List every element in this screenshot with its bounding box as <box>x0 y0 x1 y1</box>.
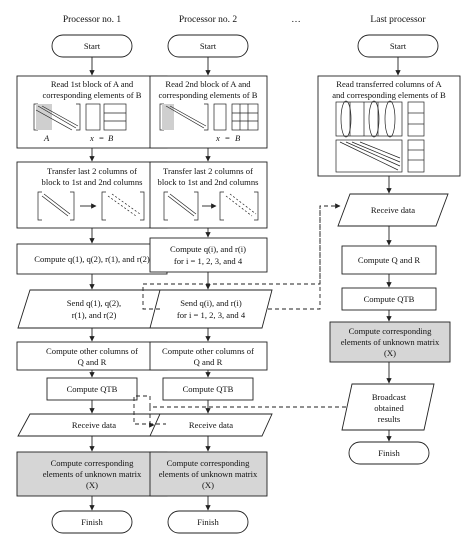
p1-read-line2: corresponding elements of B <box>42 90 141 100</box>
p1-compute-qr-block <box>16 243 168 275</box>
p2-send-line2: for i = 1, 2, 3, and 4 <box>177 310 246 320</box>
column-processor-2: Start Read 2nd block of A and correspond… <box>149 34 273 534</box>
p3-corr-line2: elements of unknown matrix <box>341 337 440 347</box>
p2-matrix-x-label: x <box>215 133 220 143</box>
p2-other-line1: Compute other columns of <box>162 346 254 356</box>
p3-compute-x-block <box>329 321 451 363</box>
p1-read-line1: Read 1st block of A and <box>51 79 134 89</box>
header-processor-2: Processor no. 2 <box>179 15 238 25</box>
p3-corr-line1: Compute corresponding <box>349 326 433 336</box>
p2-other-columns-block <box>149 341 268 371</box>
broadcast-to-p1-dashed-link <box>133 395 166 425</box>
p1-finish-label: Finish <box>81 517 103 527</box>
p3-broadcast-line2: obtained <box>374 403 404 413</box>
p1-corr-line2: elements of unknown matrix <box>43 469 142 479</box>
p1-compute-x-block <box>16 451 168 497</box>
p3-finish-label: Finish <box>378 448 400 458</box>
p1-receive-label: Receive data <box>72 420 116 430</box>
p2-receive-io <box>149 413 273 437</box>
broadcast-to-p2-dashed-link <box>149 406 346 428</box>
p3-finish-terminal <box>348 441 430 465</box>
p2-read-line2: corresponding elements of B <box>158 90 257 100</box>
p2-compute-x-block <box>149 451 268 497</box>
p3-broadcast-line1: Broadcast <box>372 392 407 402</box>
p1-send-line2: r(1), and r(2) <box>72 310 117 320</box>
p2-compute-qtb-label: Compute QTB <box>183 384 234 394</box>
p2-matrix-B-label: B <box>235 133 241 143</box>
p2-transfer-block <box>149 161 268 229</box>
p2-matrix-eq-label: = <box>225 133 230 143</box>
p1-other-line2: Q and R <box>78 357 107 367</box>
p1-corr-line3: (X) <box>86 480 98 490</box>
p2-matrix-equation-illustration <box>159 103 259 131</box>
p1-compute-qtb-label: Compute QTB <box>67 384 118 394</box>
column-last-processor: Start Read transferred columns of A and … <box>317 34 461 465</box>
p2-start-label: Start <box>200 41 217 51</box>
p2-to-last-dashed-link <box>268 206 321 310</box>
header-processor-1: Processor no. 1 <box>63 15 122 25</box>
p1-to-last-dashed-link <box>142 203 341 310</box>
inter-processor-connectors <box>133 203 346 428</box>
p2-compute-qr-block <box>149 237 268 273</box>
p2-compute-line2: for i = 1, 2, 3, and 4 <box>174 256 243 266</box>
p3-start-label: Start <box>390 41 407 51</box>
p3-broadcast-line3: results <box>378 414 401 424</box>
p1-transfer-line2: block to 1st and 2nd columns <box>42 177 144 187</box>
p3-transferred-columns-illustration <box>335 100 425 173</box>
p2-finish-terminal <box>167 510 249 534</box>
p2-receive-label: Receive data <box>189 420 233 430</box>
column-processor-1: Start Read 1st block of A and correspond… <box>16 34 171 534</box>
p1-send-io <box>17 289 171 329</box>
p2-transfer-line2: block to 1st and 2nd columns <box>158 177 260 187</box>
p2-finish-label: Finish <box>197 517 219 527</box>
p1-transfer-block <box>16 161 168 229</box>
p3-compute-qtb-label: Compute QTB <box>364 294 415 304</box>
p1-matrix-B-label: B <box>108 133 114 143</box>
p2-compute-line1: Compute q(i), and r(i) <box>170 244 246 254</box>
p2-corr-line1: Compute corresponding <box>167 458 251 468</box>
p1-finish-terminal <box>51 510 133 534</box>
p3-receive-io <box>337 193 449 227</box>
p3-corr-line3: (X) <box>384 348 396 358</box>
p3-read-line1: Read transferred columns of A <box>336 79 442 89</box>
p1-transfer-line1: Transfer last 2 columns of <box>47 166 137 176</box>
p1-matrix-eq-label: = <box>99 133 104 143</box>
p1-matrix-equation-illustration <box>33 103 127 131</box>
p1-transfer-illustration <box>37 191 145 221</box>
p2-transfer-line1: Transfer last 2 columns of <box>163 166 253 176</box>
p2-other-line2: Q and R <box>194 357 223 367</box>
p2-corr-line3: (X) <box>202 480 214 490</box>
header-ellipsis: … <box>291 15 301 25</box>
header-last-processor: Last processor <box>370 15 426 25</box>
p2-read-line1: Read 2nd block of A and <box>165 79 251 89</box>
p3-compute-qr-label: Compute Q and R <box>358 255 421 265</box>
p2-send-io <box>149 289 273 329</box>
p3-broadcast-io <box>341 383 435 431</box>
p2-transfer-illustration <box>163 191 259 221</box>
p1-compute-qr-label: Compute q(1), q(2), r(1), and r(2) <box>34 254 150 264</box>
p1-send-line1: Send q(1), q(2), <box>67 298 121 308</box>
p2-corr-line2: elements of unknown matrix <box>159 469 258 479</box>
p3-read-line2: and corresponding elements of B <box>332 90 446 100</box>
p2-send-line1: Send q(i), and r(i) <box>180 298 242 308</box>
p1-matrix-x-label: x <box>89 133 94 143</box>
p1-start-label: Start <box>84 41 101 51</box>
p1-matrix-A-label: A <box>43 133 50 143</box>
p1-corr-line1: Compute corresponding <box>51 458 135 468</box>
p3-receive-label: Receive data <box>371 205 415 215</box>
p1-other-line1: Compute other columns of <box>46 346 138 356</box>
